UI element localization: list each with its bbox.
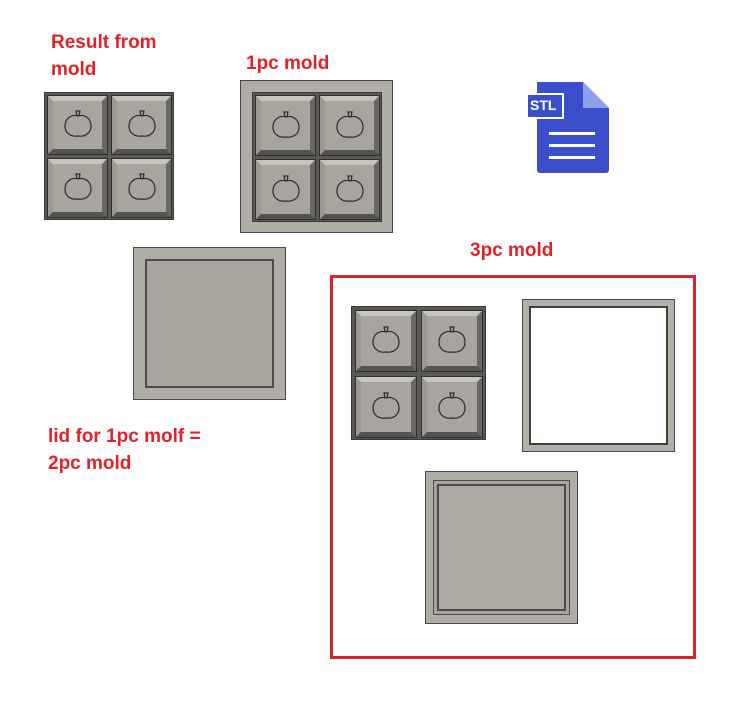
pumpkin-icon — [63, 173, 92, 200]
pumpkin-icon — [372, 326, 400, 353]
mold-cavity — [255, 159, 316, 220]
one-pc-mold — [240, 80, 393, 233]
pumpkin-icon — [438, 326, 466, 353]
stl-file-icon: STL — [526, 80, 611, 175]
three-pc-base — [425, 471, 578, 624]
pumpkin-icon — [63, 110, 92, 137]
base-recess — [433, 480, 570, 615]
three-pc-ring — [522, 299, 675, 452]
mold-cavities — [252, 92, 382, 222]
insert-cavity — [355, 310, 417, 372]
stl-file-label: STL — [530, 97, 557, 113]
bar-cavity — [111, 158, 172, 218]
lid-recess — [145, 259, 274, 388]
pumpkin-icon — [271, 110, 300, 138]
mold-cavity — [319, 159, 380, 220]
result-bars — [44, 92, 174, 220]
insert-cavity — [421, 310, 483, 372]
one-pc-mold-label: 1pc mold — [246, 53, 330, 74]
pumpkin-icon — [335, 110, 364, 138]
ring-opening — [529, 306, 668, 445]
pumpkin-icon — [127, 110, 156, 137]
lid-label: lid for 1pc molf = 2pc mold — [48, 426, 201, 474]
three-pc-mold-label: 3pc mold — [470, 240, 554, 261]
pumpkin-icon — [127, 173, 156, 200]
three-pc-mold-frame — [330, 275, 696, 659]
bar-cavity — [47, 95, 108, 155]
bar-cavity — [47, 158, 108, 218]
pumpkin-icon — [335, 174, 364, 202]
lid-for-one-pc-mold — [133, 247, 286, 400]
insert-cavity — [355, 376, 417, 438]
pumpkin-icon — [271, 174, 300, 202]
three-pc-insert — [351, 306, 486, 440]
pumpkin-icon — [438, 392, 466, 419]
pumpkin-icon — [372, 392, 400, 419]
mold-cavity — [255, 95, 316, 156]
bar-cavity — [111, 95, 172, 155]
result-from-mold-label: Result from mold — [51, 32, 157, 80]
mold-cavity — [319, 95, 380, 156]
base-inner-step — [437, 484, 566, 611]
insert-cavity — [421, 376, 483, 438]
